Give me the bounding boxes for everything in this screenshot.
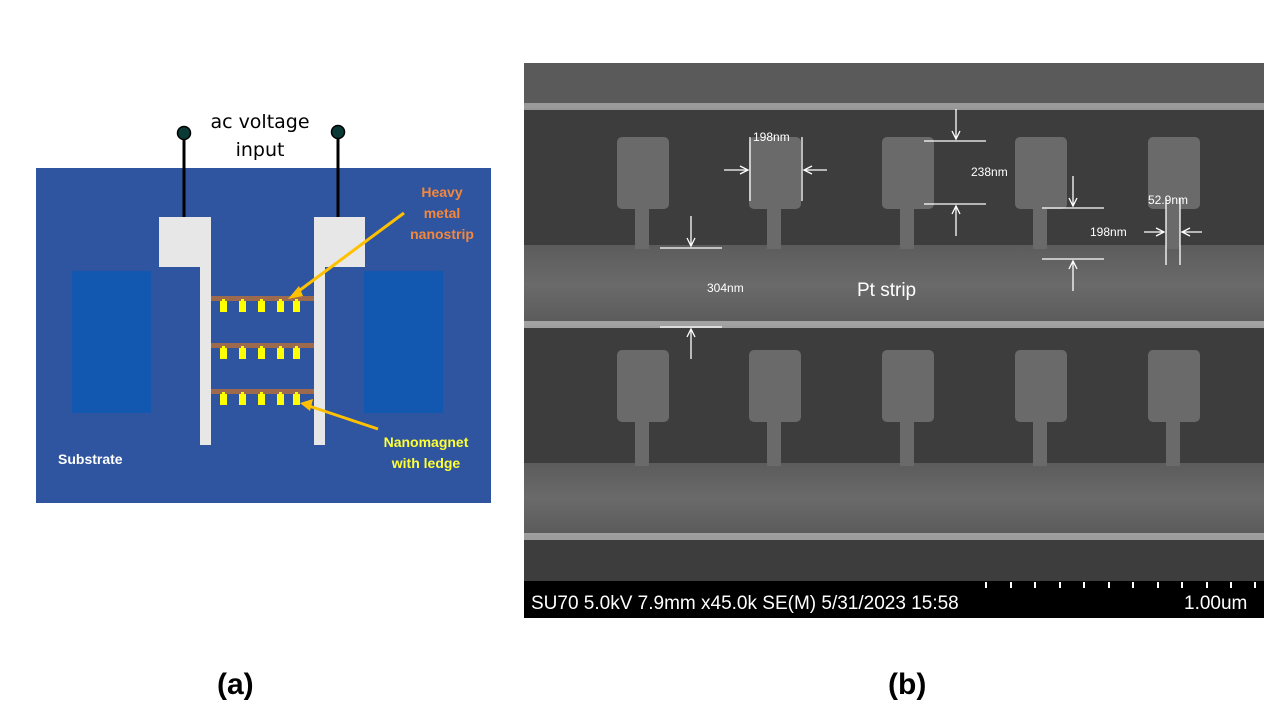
- right-electrode-pad: [364, 271, 443, 413]
- heavy-metal-label: Heavy metal nanostrip: [392, 182, 492, 245]
- left-contact: [159, 217, 211, 445]
- schematic-drawing: [36, 124, 491, 503]
- nanomagnet-arrowhead: [300, 399, 313, 411]
- nanomagnet-row-1: [220, 299, 300, 312]
- dim-label-52-9nm: 52.9nm: [1148, 193, 1188, 207]
- nanomagnet-line1: Nanomagnet: [383, 434, 469, 450]
- nanostrip-3: [211, 389, 314, 394]
- pt-strip-2: [524, 463, 1264, 535]
- ac-voltage-line1: ac voltage: [210, 111, 310, 133]
- pt-strip-1-edge: [524, 321, 1264, 328]
- caption-b: (b): [888, 668, 927, 701]
- nanomagnet-row-2: [220, 346, 300, 359]
- nanostrip-1: [211, 296, 314, 301]
- pt-strip-label: Pt strip: [857, 280, 916, 301]
- panel-a-schematic: [0, 0, 520, 560]
- dim-label-198nm-top: 198nm: [753, 130, 790, 144]
- dimension-markers: [660, 109, 1202, 359]
- nanomagnet-line2: with ledge: [391, 455, 461, 471]
- scale-bar-label: 1.00um: [1184, 593, 1247, 614]
- sem-nanomagnet-row-1: [617, 137, 1200, 249]
- ac-voltage-label: ac voltage input: [190, 108, 330, 164]
- dim-label-304nm: 304nm: [707, 281, 744, 295]
- pt-strip-2-edge: [524, 533, 1264, 540]
- sem-info-text: SU70 5.0kV 7.9mm x45.0k SE(M) 5/31/2023 …: [531, 593, 959, 614]
- right-terminal-dot: [330, 124, 346, 140]
- caption-a: (a): [217, 668, 254, 701]
- substrate-label: Substrate: [58, 451, 123, 467]
- sem-nanomagnet-row-2: [617, 350, 1200, 466]
- scale-bar-ticks: [985, 582, 1256, 588]
- sem-micrograph: 198nm 238nm 52.9nm 198nm 304nm Pt strip …: [524, 63, 1264, 618]
- nanomagnet-arrow: [308, 404, 379, 431]
- nanomagnet-row-3: [220, 392, 300, 405]
- ac-voltage-line2: input: [235, 139, 285, 161]
- left-terminal-dot: [176, 125, 192, 141]
- panel-b-sem-image: 198nm 238nm 52.9nm 198nm 304nm Pt strip …: [524, 63, 1264, 618]
- nanomagnet-label: Nanomagnet with ledge: [376, 432, 476, 474]
- heavy-metal-line1: Heavy: [421, 184, 463, 200]
- dim-label-198nm-right: 198nm: [1090, 225, 1127, 239]
- heavy-metal-line2: metal: [423, 205, 461, 221]
- sem-info-bar: [524, 581, 1264, 618]
- heavy-metal-arrowhead: [288, 286, 303, 299]
- heavy-metal-arrow: [295, 211, 405, 295]
- left-electrode-pad: [72, 271, 151, 413]
- top-band: [524, 63, 1264, 108]
- nanostrip-2: [211, 343, 314, 348]
- top-edge-highlight: [524, 103, 1264, 110]
- pt-strip-1: [524, 245, 1264, 325]
- heavy-metal-line3: nanostrip: [410, 226, 474, 242]
- dim-label-238nm: 238nm: [971, 165, 1008, 179]
